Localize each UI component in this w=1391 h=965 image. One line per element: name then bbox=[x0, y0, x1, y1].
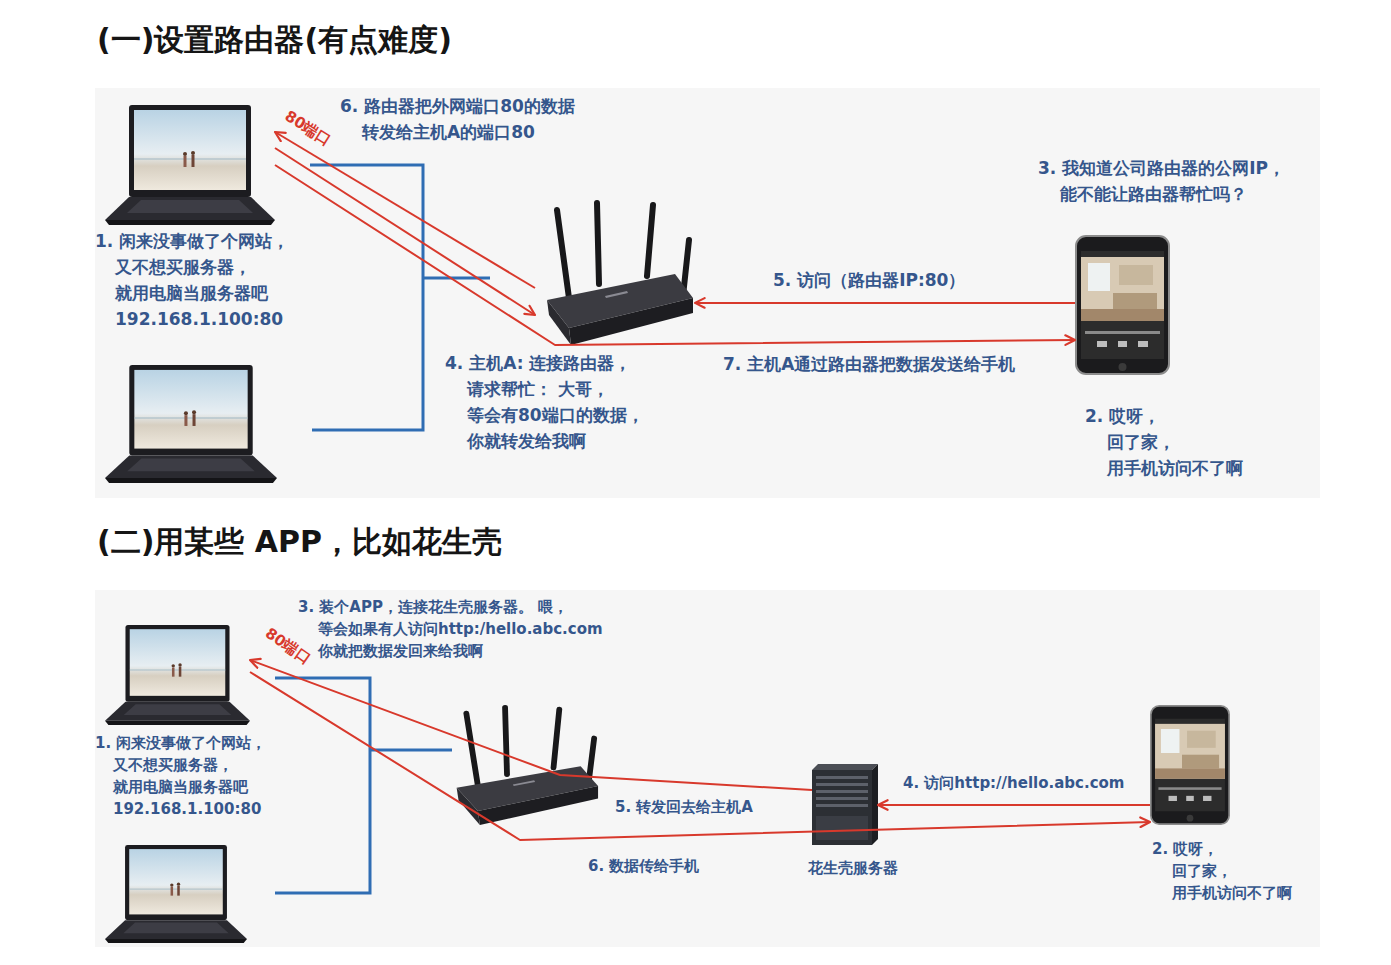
edge-label: 5. 访问（路由器IP:80） bbox=[770, 268, 968, 292]
edge-label: 6. 数据传给手机 bbox=[585, 856, 702, 876]
callout-text: 6. 路由器把外网端口80的数据 转发给主机A的端口80 bbox=[340, 93, 577, 145]
connector bbox=[275, 165, 1075, 345]
server-top bbox=[812, 764, 878, 770]
phone-picture bbox=[1151, 706, 1229, 824]
device-caption: 4. 主机A: 连接路由器，请求帮忙： 大哥， 等会有80端口的数据， 你就转发… bbox=[445, 350, 662, 454]
laptop-picture bbox=[105, 625, 250, 725]
connector bbox=[275, 132, 535, 288]
edge-label: 4. 访问http://hello.abc.com bbox=[900, 773, 1127, 793]
connector bbox=[695, 302, 1075, 304]
device-caption: 1. 闲来没事做了个网站， 又不想买服务器， 就用电脑当服务器吧 192.168… bbox=[95, 228, 305, 332]
router-node: 4. 主机A: 连接路由器，请求帮忙： 大哥， 等会有80端口的数据， 你就转发… bbox=[535, 200, 695, 345]
phone-node: 2. 哎呀， 回了家， 用手机访问不了啊 bbox=[1150, 705, 1230, 825]
port-label: 80端口 bbox=[277, 104, 338, 153]
laptop-picture bbox=[105, 105, 275, 225]
edge-label: 5. 转发回去给主机A bbox=[612, 797, 756, 817]
device-caption: 3. 我知道公司路由器的公网IP， 能不能让路由器帮忙吗？ bbox=[1038, 155, 1310, 207]
device-caption: 1. 闲来没事做了个网站， 又不想买服务器， 就用电脑当服务器吧 192.168… bbox=[95, 732, 278, 820]
connector bbox=[250, 672, 1150, 840]
laptop-node: 1. 闲来没事做了个网站， 又不想买服务器， 就用电脑当服务器吧 192.168… bbox=[105, 105, 275, 225]
section-heading: (一)设置路由器(有点难度) bbox=[97, 20, 452, 60]
connector bbox=[275, 148, 535, 315]
panel-ground bbox=[95, 88, 1320, 498]
section-heading: (二)用某些 APP，比如花生壳 bbox=[97, 522, 502, 562]
laptop-picture bbox=[105, 365, 277, 483]
device-caption: 2. 哎呀， 回了家， 用手机访问不了啊 bbox=[1085, 403, 1217, 481]
phone-picture bbox=[1076, 236, 1169, 374]
server-front bbox=[812, 770, 872, 845]
panel-ground bbox=[95, 590, 1320, 947]
laptop-node: 1. 闲来没事做了个网站， 又不想买服务器， 就用电脑当服务器吧 192.168… bbox=[105, 625, 250, 725]
server-vent bbox=[816, 816, 868, 840]
edge-label: 7. 主机A通过路由器把数据发送给手机 bbox=[720, 352, 1018, 376]
drive-bay bbox=[816, 790, 868, 793]
router-picture bbox=[547, 203, 693, 345]
drive-bay bbox=[816, 776, 868, 779]
server-side bbox=[872, 764, 878, 845]
lan-wire bbox=[370, 749, 452, 752]
server-node: 花生壳服务器 bbox=[812, 765, 878, 845]
drive-bay bbox=[816, 804, 868, 807]
device-caption: 2. 哎呀， 回了家， 用手机访问不了啊 bbox=[1152, 838, 1267, 904]
laptop-picture bbox=[105, 845, 247, 943]
lan-wire bbox=[275, 678, 370, 893]
phone-node: 3. 我知道公司路由器的公网IP， 能不能让路由器帮忙吗？2. 哎呀， 回了家，… bbox=[1075, 235, 1170, 375]
drive-bay bbox=[816, 797, 868, 800]
device-caption: 花生壳服务器 bbox=[808, 857, 898, 879]
lan-wire bbox=[310, 165, 423, 430]
connector bbox=[878, 804, 1150, 806]
callout-text: 3. 装个APP，连接花生壳服务器。 喂，等会如果有人访问http:/hello… bbox=[298, 596, 678, 662]
drive-bay bbox=[816, 783, 868, 786]
router-picture bbox=[457, 707, 598, 825]
port-label: 80端口 bbox=[258, 621, 319, 672]
